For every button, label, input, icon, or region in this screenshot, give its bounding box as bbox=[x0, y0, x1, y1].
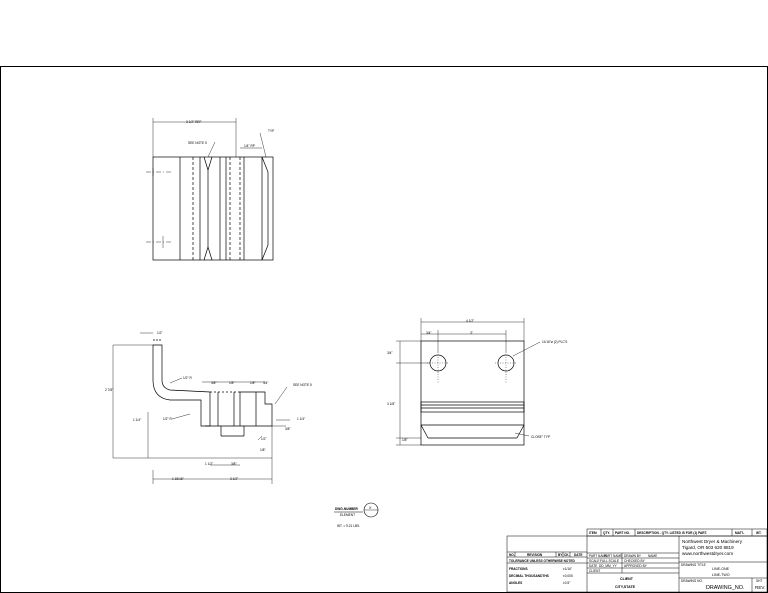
tol-fractions-label: FRACTIONS bbox=[509, 567, 528, 571]
dim-18c-label: 1/8" bbox=[260, 448, 266, 452]
part-name-label: PART NAME bbox=[589, 554, 607, 558]
bom-col-qty: QTY. bbox=[603, 531, 610, 535]
rev-value: REV. bbox=[755, 585, 765, 590]
company-name: Northwest Dryer & Machinery bbox=[682, 539, 743, 544]
dim-height-label: 2 7/8" bbox=[105, 388, 113, 392]
tol-fractions-value: ±1/16" bbox=[563, 567, 572, 571]
bom-col-wt: WT. bbox=[756, 531, 762, 535]
rev-col-ck: CK. bbox=[564, 553, 570, 557]
bom-header: ITEM QTY. PART NO. DESCRIPTION - QTY. LI… bbox=[589, 531, 762, 535]
drawing-title-line1: LINE-ONE bbox=[712, 567, 730, 571]
drawn-by-value: NAME bbox=[648, 554, 657, 558]
bom-col-matl: MAT'L bbox=[735, 531, 744, 535]
side-view bbox=[112, 332, 290, 484]
rev-col-revision: REVISION bbox=[527, 553, 543, 557]
dim-18-label: 1/8" bbox=[402, 438, 408, 442]
city-state-value: CITY,STATE bbox=[615, 585, 636, 589]
title-block-lines bbox=[506, 528, 768, 593]
dim-38a-label: 3/8" bbox=[211, 381, 217, 385]
dim-12-label: 1/2" bbox=[261, 437, 267, 441]
dim-11516-label: 1 15/16" bbox=[172, 477, 184, 481]
dim-34-label: 3/4" bbox=[263, 381, 269, 385]
dim-34-label: 3/4" bbox=[426, 331, 432, 335]
company-city: Tigard, OR 503 620 8819 bbox=[682, 545, 734, 550]
bubble-x: X bbox=[369, 506, 372, 510]
dim-34v-label: 3/4" bbox=[387, 351, 393, 355]
company-block: Northwest Dryer & Machinery Tigard, OR 5… bbox=[681, 539, 765, 591]
revision-table: NO. REVISION BY CK. DATE bbox=[509, 553, 582, 557]
drawing-title-label: DRAWING TITLE bbox=[681, 563, 706, 567]
client-value: CLIENT bbox=[620, 577, 634, 581]
sheet-label: SHT bbox=[756, 579, 762, 583]
front-view-labels: 4 1/2" 3/4" 3" 11/16"ø (2) PLC'S 3/4" 3 … bbox=[387, 319, 567, 442]
dim-412-label: 4 1/2" bbox=[466, 319, 474, 323]
dim-r2-label: 1/2" R bbox=[163, 417, 172, 421]
detail-callout: DWG-NUMBER ELEMENT X WT. = 9.21 LBS. bbox=[334, 502, 379, 528]
dim-r1-label: 1/2" R bbox=[183, 376, 192, 380]
part-name-value: PART NAME bbox=[604, 554, 622, 558]
top-view-labels: 3 1/2" REF SEE NOTE 5 1/4" RP TYP bbox=[186, 120, 274, 148]
checked-by-label: CHECKED BY bbox=[624, 559, 646, 563]
tol-decimal-label: DECIMAL THOUSANDTHS bbox=[509, 574, 549, 578]
dim-18b-label: 1/8" bbox=[250, 381, 256, 385]
typ-label: TYP bbox=[268, 129, 274, 133]
drawing-title-line2: LINE-TWO bbox=[712, 573, 730, 577]
dim-top-label: 1/2" bbox=[157, 331, 163, 335]
side-view-labels: 1/2" 1/2" R 1/2" R 3/8" 1/8" 1/8" 3/4" S… bbox=[105, 331, 312, 481]
rev-col-by: BY bbox=[558, 553, 563, 557]
scale-value: FULL SCALE bbox=[600, 559, 619, 563]
dim-312-label: 3 1/2" bbox=[230, 477, 238, 481]
tol-angles-label: ANGLES bbox=[509, 581, 522, 585]
chamfer-label: CLOSE" TYP bbox=[531, 435, 550, 439]
dim-3-label: 3" bbox=[470, 331, 473, 335]
tolerance-title: TOLERANCE UNLESS OTHERWISE NOTED bbox=[509, 559, 575, 563]
client-label: CLIENT bbox=[589, 569, 600, 573]
date-label: DATE bbox=[589, 564, 597, 568]
tol-angles-value: ±0.5° bbox=[563, 581, 571, 585]
dim-114a-label: 1 1/4" bbox=[133, 418, 141, 422]
side-note-label: SEE NOTE 5 bbox=[293, 383, 312, 387]
dim-rp-label: 1/4" RP bbox=[244, 144, 255, 148]
drawing-no-label: DRAWING NO. bbox=[681, 579, 703, 583]
holes-note: 11/16"ø (2) PLC'S bbox=[542, 340, 567, 344]
company-web: www.northwestdryer.com bbox=[682, 551, 733, 556]
dim-114b-label: 1 1/4" bbox=[297, 417, 305, 421]
approved-by-label: APPROVED BY bbox=[624, 564, 648, 568]
dim-width-label: 3 1/2" REF bbox=[186, 120, 202, 124]
weight-label: WT. = 9.21 LBS. bbox=[337, 524, 360, 528]
top-view bbox=[146, 118, 274, 261]
note-label: SEE NOTE 5 bbox=[188, 141, 207, 145]
bom-col-desc: DESCRIPTION - QTY. LISTED IS FOR (1) PAR… bbox=[637, 531, 707, 535]
bom-col-part: PART NO. bbox=[615, 531, 630, 535]
drawn-by-label: DRAWN BY bbox=[624, 554, 642, 558]
front-view bbox=[396, 318, 541, 446]
drawing-no-value: DRAWING_NO. bbox=[706, 585, 744, 591]
rev-col-no: NO. bbox=[509, 553, 515, 557]
bom-col-item: ITEM bbox=[589, 531, 597, 535]
element-label: ELEMENT bbox=[340, 513, 355, 517]
info-grid: PART NAME PART NAME DRAWN BY NAME SCALE … bbox=[589, 554, 657, 589]
dim-318-label: 3 1/8" bbox=[387, 402, 395, 406]
scale-label: SCALE bbox=[589, 559, 599, 563]
dim-112-label: 1 1/2" bbox=[205, 462, 213, 466]
dim-38c-label: 3/8" bbox=[231, 462, 237, 466]
dim-38b-label: 3/8" bbox=[285, 427, 291, 431]
tolerance-block: TOLERANCE UNLESS OTHERWISE NOTED FRACTIO… bbox=[509, 559, 575, 585]
rev-col-date: DATE bbox=[574, 553, 582, 557]
dim-18a-label: 1/8" bbox=[229, 381, 235, 385]
date-value: DD_MM_YY bbox=[599, 564, 618, 568]
sheet-border bbox=[0, 66, 768, 593]
dwg-number-label: DWG-NUMBER bbox=[335, 507, 359, 511]
tol-decimal-value: ±0.005 bbox=[563, 574, 573, 578]
